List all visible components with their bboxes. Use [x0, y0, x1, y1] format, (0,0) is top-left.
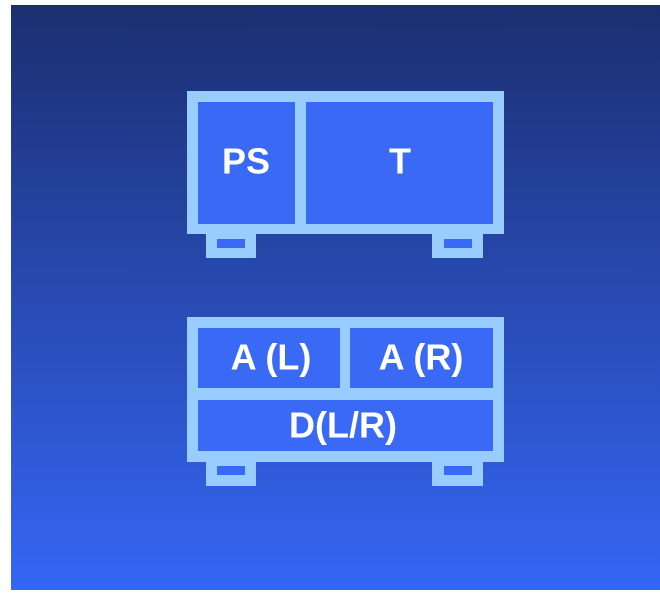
- lower-unit-section-d: [198, 400, 493, 451]
- upper-unit-section-t: [306, 102, 493, 224]
- lower-unit-section-a-right: [350, 328, 493, 388]
- section-label-a-right: A (R): [379, 337, 464, 378]
- section-label-t: T: [389, 141, 411, 182]
- section-label-ps: PS: [222, 141, 270, 182]
- upper-unit-section-ps: [198, 102, 295, 224]
- section-label-a-left: A (L): [231, 337, 312, 378]
- lower-unit-foot-left: [206, 458, 256, 486]
- section-label-d: D(L/R): [289, 405, 397, 446]
- upper-unit: PS T: [187, 91, 504, 258]
- lower-unit-section-a-left: [198, 328, 340, 388]
- upper-unit-foot-right: [432, 231, 483, 258]
- lower-unit-foot-right: [432, 458, 483, 486]
- upper-unit-foot-left: [206, 231, 256, 258]
- lower-unit: A (L) A (R) D(L/R): [187, 317, 504, 486]
